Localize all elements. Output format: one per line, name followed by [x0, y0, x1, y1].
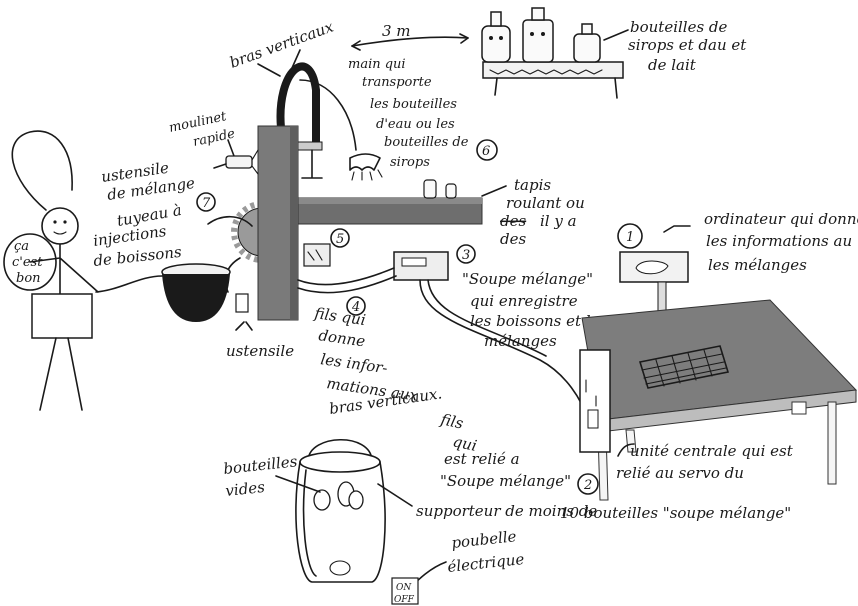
computer-pointer [664, 226, 690, 232]
utensil-label: ustensile [226, 342, 294, 360]
conveyor-top [270, 198, 482, 204]
bottles-label-3: de lait [648, 56, 697, 74]
belt-label-1: tapis [514, 176, 551, 194]
gripper-hand [350, 154, 382, 180]
distance-label: 3 m [382, 22, 411, 40]
arm-clamp [296, 142, 322, 150]
shelf-pointer-line [604, 30, 628, 40]
soupe-melange-box [394, 252, 448, 280]
belt-label-3: des [500, 212, 526, 230]
support-pointer [378, 484, 412, 506]
speech-bubble: ça c'est bon [4, 234, 56, 290]
hand-label-1: main qui [348, 57, 406, 72]
bottle-water [574, 24, 600, 62]
hand-label-4: d'eau ou les [376, 117, 455, 132]
bubble-line-2: c'est [12, 255, 43, 270]
power-switch: ON OFF [392, 578, 418, 605]
switch-off: OFF [394, 595, 415, 605]
empty-bottles-label-2: vides [225, 478, 266, 500]
soupe-label-2: qui enregistre [470, 292, 578, 310]
computer-label-1: ordinateur qui donne [704, 210, 858, 228]
hand-label-6: sirops [390, 155, 430, 170]
wire2-label-3: est relié a [444, 450, 520, 468]
unit-label-2: relié au servo du [616, 464, 744, 482]
whisk [226, 150, 258, 174]
support-label: supporteur de moins de [416, 502, 597, 520]
central-unit [580, 350, 610, 452]
carry-arm-line [300, 80, 356, 150]
bin-label-1: poubelle [451, 527, 518, 552]
mixer-pointer [214, 164, 226, 168]
bottle-milk [482, 12, 510, 62]
soupe-label-1: "Soupe mélange" [462, 270, 593, 288]
empty-bottles-label-1: bouteilles [223, 452, 299, 478]
belt-pointer [482, 186, 506, 196]
bottle-syrup [523, 8, 553, 62]
bubble-line-3: bon [16, 271, 41, 286]
belt-label-2: roulant ou [506, 194, 585, 212]
hand-label-3: les bouteilles [370, 97, 457, 112]
bin-label-2: électrique [447, 550, 526, 576]
number-7: 7 [202, 196, 211, 211]
switch-on: ON [396, 583, 412, 593]
number-6: 6 [482, 144, 490, 159]
wire2-label-1: fils [438, 410, 465, 433]
wires-label-2: donne [317, 326, 366, 350]
hand-label-2: transporte [362, 75, 432, 90]
whisk-pointer [228, 140, 234, 156]
module-5 [304, 244, 330, 266]
conveyor-bottle-2 [446, 184, 456, 198]
mixing-bowl [162, 264, 230, 322]
column-side [290, 126, 298, 320]
bottles-label-1: bouteilles de [630, 18, 728, 36]
hand-label-5: bouteilles de [384, 135, 469, 150]
computer-label-3: les mélanges [708, 256, 807, 274]
soupe-label-4: mélanges [484, 332, 557, 350]
belt-label-5: il y a [540, 212, 577, 230]
conveyor-bottle-1 [424, 180, 436, 198]
vertical-arms-label: bras verticaux [227, 17, 336, 71]
small-utensil [236, 294, 248, 312]
belt-label-4: des [500, 230, 526, 248]
wire2-label-4: "Soupe mélange" [440, 472, 571, 490]
unit-label-1: unité centrale qui est [630, 442, 794, 460]
empty-bottles [314, 482, 363, 510]
number-1: 1 [626, 230, 634, 245]
electric-trash-bin [296, 440, 385, 582]
arm-rod [302, 150, 322, 178]
utensil-pointer [236, 322, 252, 330]
number-2: 2 [583, 478, 592, 493]
number-5: 5 [336, 232, 344, 247]
wires-label-3: les infor- [319, 350, 388, 377]
number-3: 3 [462, 248, 470, 263]
bottle-shelf [483, 62, 623, 98]
bubble-line-1: ça [14, 239, 29, 254]
bottles-label-2: sirops et dau et [628, 36, 747, 54]
computer-label-2: les informations au [706, 232, 852, 250]
